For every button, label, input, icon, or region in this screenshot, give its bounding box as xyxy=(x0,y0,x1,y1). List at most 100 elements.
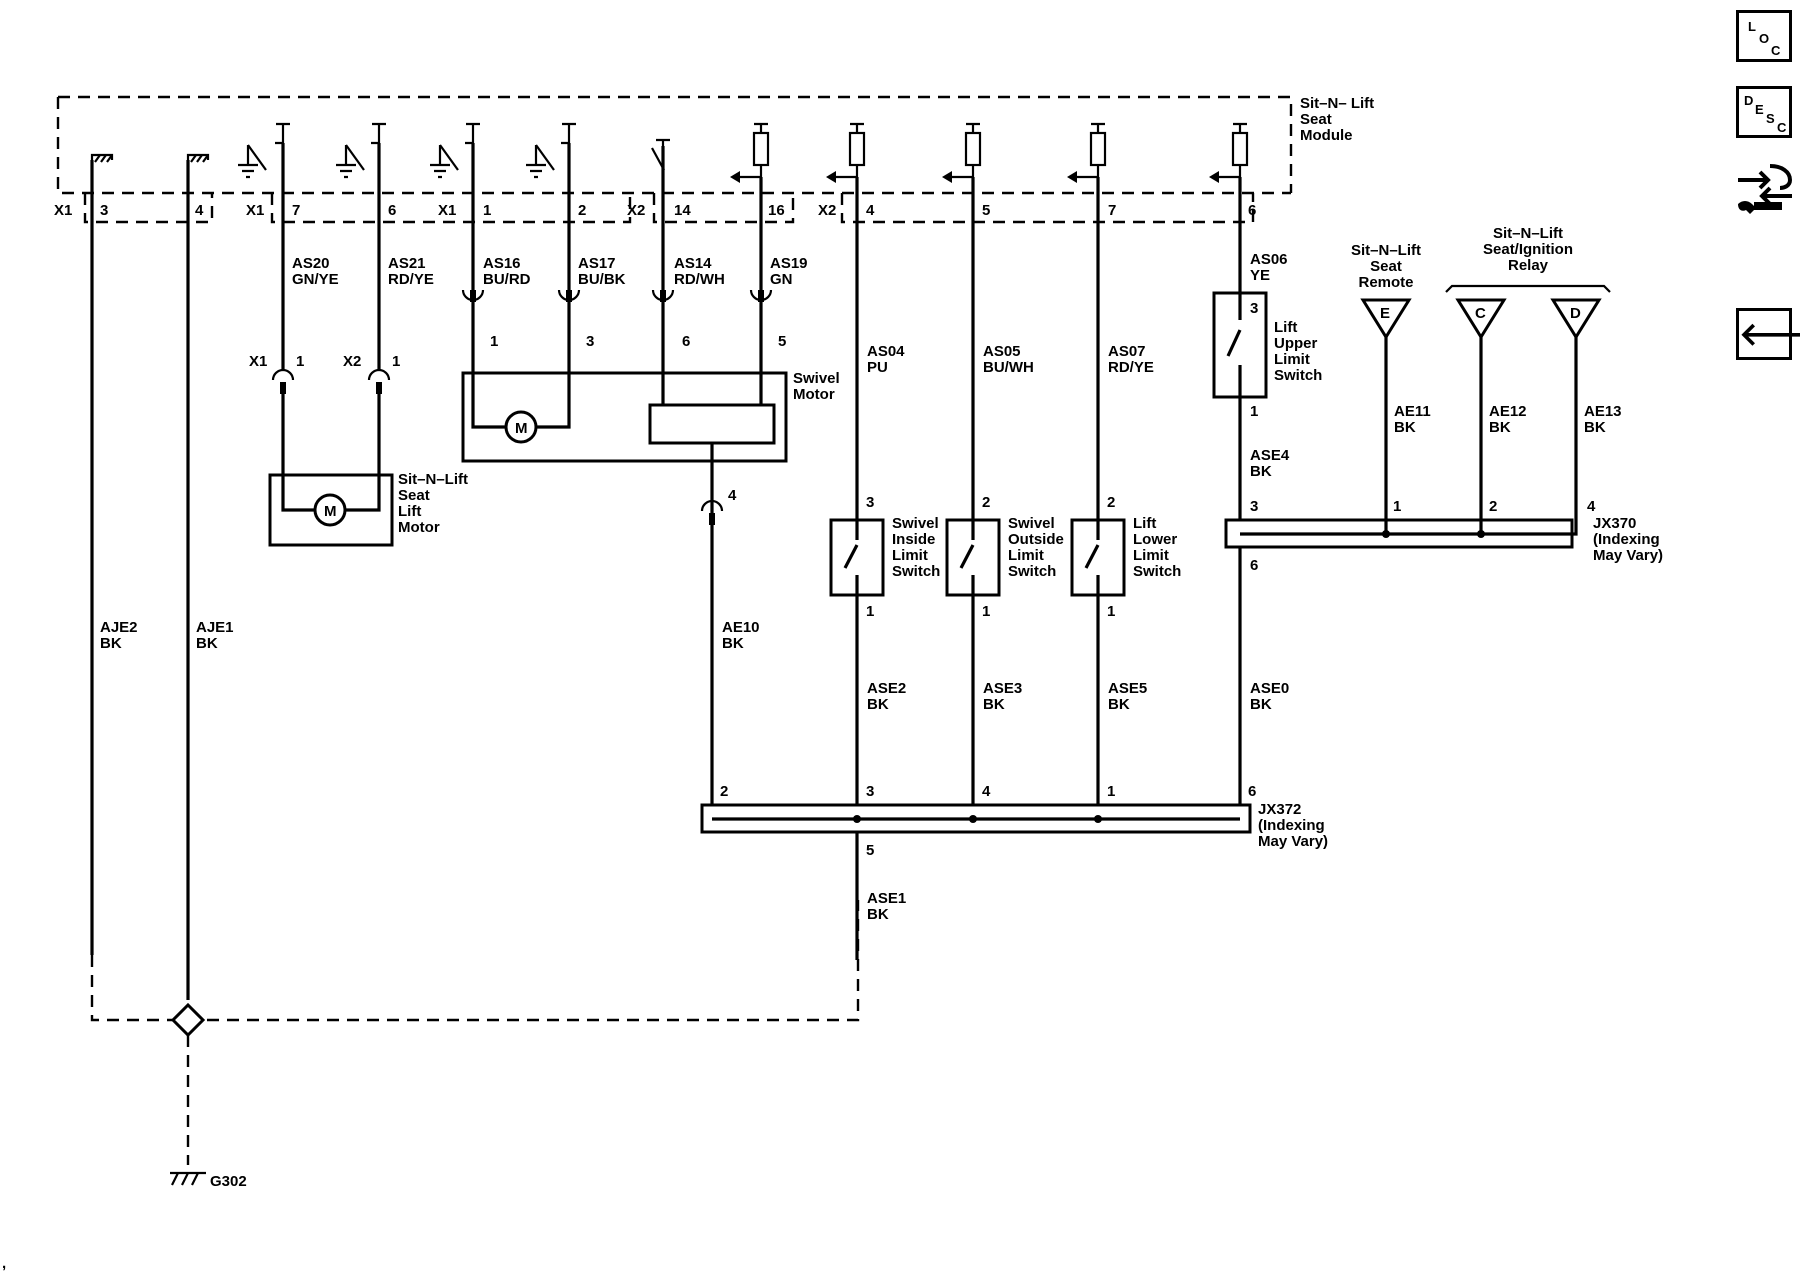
jx372-pin: 4 xyxy=(982,783,991,800)
ground-g302-symbol xyxy=(170,1171,206,1186)
swivel-inside-limit-switch xyxy=(829,518,885,597)
jx370-pin: 3 xyxy=(1250,498,1258,515)
switch-pin: 3 xyxy=(866,494,874,511)
pin-label: 3 xyxy=(100,202,108,219)
connector-tool-button[interactable] xyxy=(1734,160,1796,216)
internal-ground-symbol xyxy=(90,153,114,163)
internal-input-16 xyxy=(730,122,770,183)
lift-lower-limit-switch xyxy=(1070,518,1126,597)
switch-pin: 1 xyxy=(982,603,990,620)
internal-input-7 xyxy=(1067,122,1107,183)
pin-label: 4 xyxy=(195,202,204,219)
conn-x2-a: X2 xyxy=(627,202,645,219)
jx372-pin: 6 xyxy=(1248,783,1256,800)
conn-x1-a: X1 xyxy=(54,202,72,219)
internal-switch-7 xyxy=(238,122,290,179)
swivel-pin: 4 xyxy=(728,487,737,504)
swivel-pin: 5 xyxy=(778,333,786,350)
relay-terminal-c-label: C xyxy=(1475,305,1486,322)
lift-upper-limit-switch xyxy=(1212,291,1268,399)
connector-terminal xyxy=(271,368,295,381)
jx370-pin: 6 xyxy=(1250,557,1258,574)
switch-pin: 1 xyxy=(866,603,874,620)
internal-switch-1 xyxy=(430,122,480,179)
remote-terminal-e xyxy=(1360,298,1412,340)
pin-label: 14 xyxy=(674,202,691,219)
internal-switch-14 xyxy=(651,138,670,171)
relay-terminal-d xyxy=(1550,298,1602,340)
ground-g302-label: G302 xyxy=(210,1173,247,1190)
location-button[interactable]: L O C xyxy=(1736,10,1792,62)
lift-motor-pin: 1 xyxy=(296,353,304,370)
swivel-pin: 6 xyxy=(682,333,690,350)
internal-ground-symbol xyxy=(186,153,210,163)
connector-terminal xyxy=(651,289,675,302)
jx372-pin: 5 xyxy=(866,842,874,859)
connector-tool-icon xyxy=(1738,164,1793,214)
jx372-pin: 3 xyxy=(866,783,874,800)
conn-x1-b: X1 xyxy=(246,202,264,219)
connector-terminal xyxy=(367,368,391,381)
loc-letter: C xyxy=(1771,43,1781,58)
lift-upper-pin: 1 xyxy=(1250,403,1258,420)
pin-label: 2 xyxy=(578,202,586,219)
ground-dashed-path xyxy=(90,900,860,1022)
connector-terminal xyxy=(749,289,773,302)
swivel-pin: 3 xyxy=(586,333,594,350)
description-button[interactable]: D E S C xyxy=(1736,86,1792,138)
swivel-pin: 1 xyxy=(490,333,498,350)
relay-terminal-e: E xyxy=(1380,305,1390,322)
switch-pin: 2 xyxy=(1107,494,1115,511)
connector-terminal xyxy=(461,289,485,302)
swivel-outside-limit-switch xyxy=(945,518,1001,597)
relay-bracket xyxy=(1445,284,1611,293)
splice-diamond xyxy=(170,1002,206,1038)
desc-letter: S xyxy=(1766,111,1775,126)
wire-ae13 xyxy=(1560,335,1578,536)
seat-module-outline xyxy=(56,95,1293,224)
conn-x2-b: X2 xyxy=(818,202,836,219)
back-arrow-icon: 🡐 xyxy=(1739,316,1800,352)
loc-letter: L xyxy=(1748,19,1756,34)
pin-label: 6 xyxy=(1248,202,1256,219)
relay-terminal-c xyxy=(1455,298,1507,340)
lift-motor-x2: X2 xyxy=(343,353,361,370)
internal-input-5 xyxy=(942,122,982,183)
desc-letter: D xyxy=(1744,93,1754,108)
lift-motor-x1: X1 xyxy=(249,353,267,370)
jx370-pin: 1 xyxy=(1393,498,1401,515)
conn-x1-c: X1 xyxy=(438,202,456,219)
connector-terminal xyxy=(557,289,581,302)
back-button[interactable]: 🡐 xyxy=(1736,308,1800,360)
jx372-pin: 2 xyxy=(720,783,728,800)
switch-pin: 2 xyxy=(982,494,990,511)
jx372-pin: 1 xyxy=(1107,783,1115,800)
jx370-pin: 4 xyxy=(1587,498,1596,515)
